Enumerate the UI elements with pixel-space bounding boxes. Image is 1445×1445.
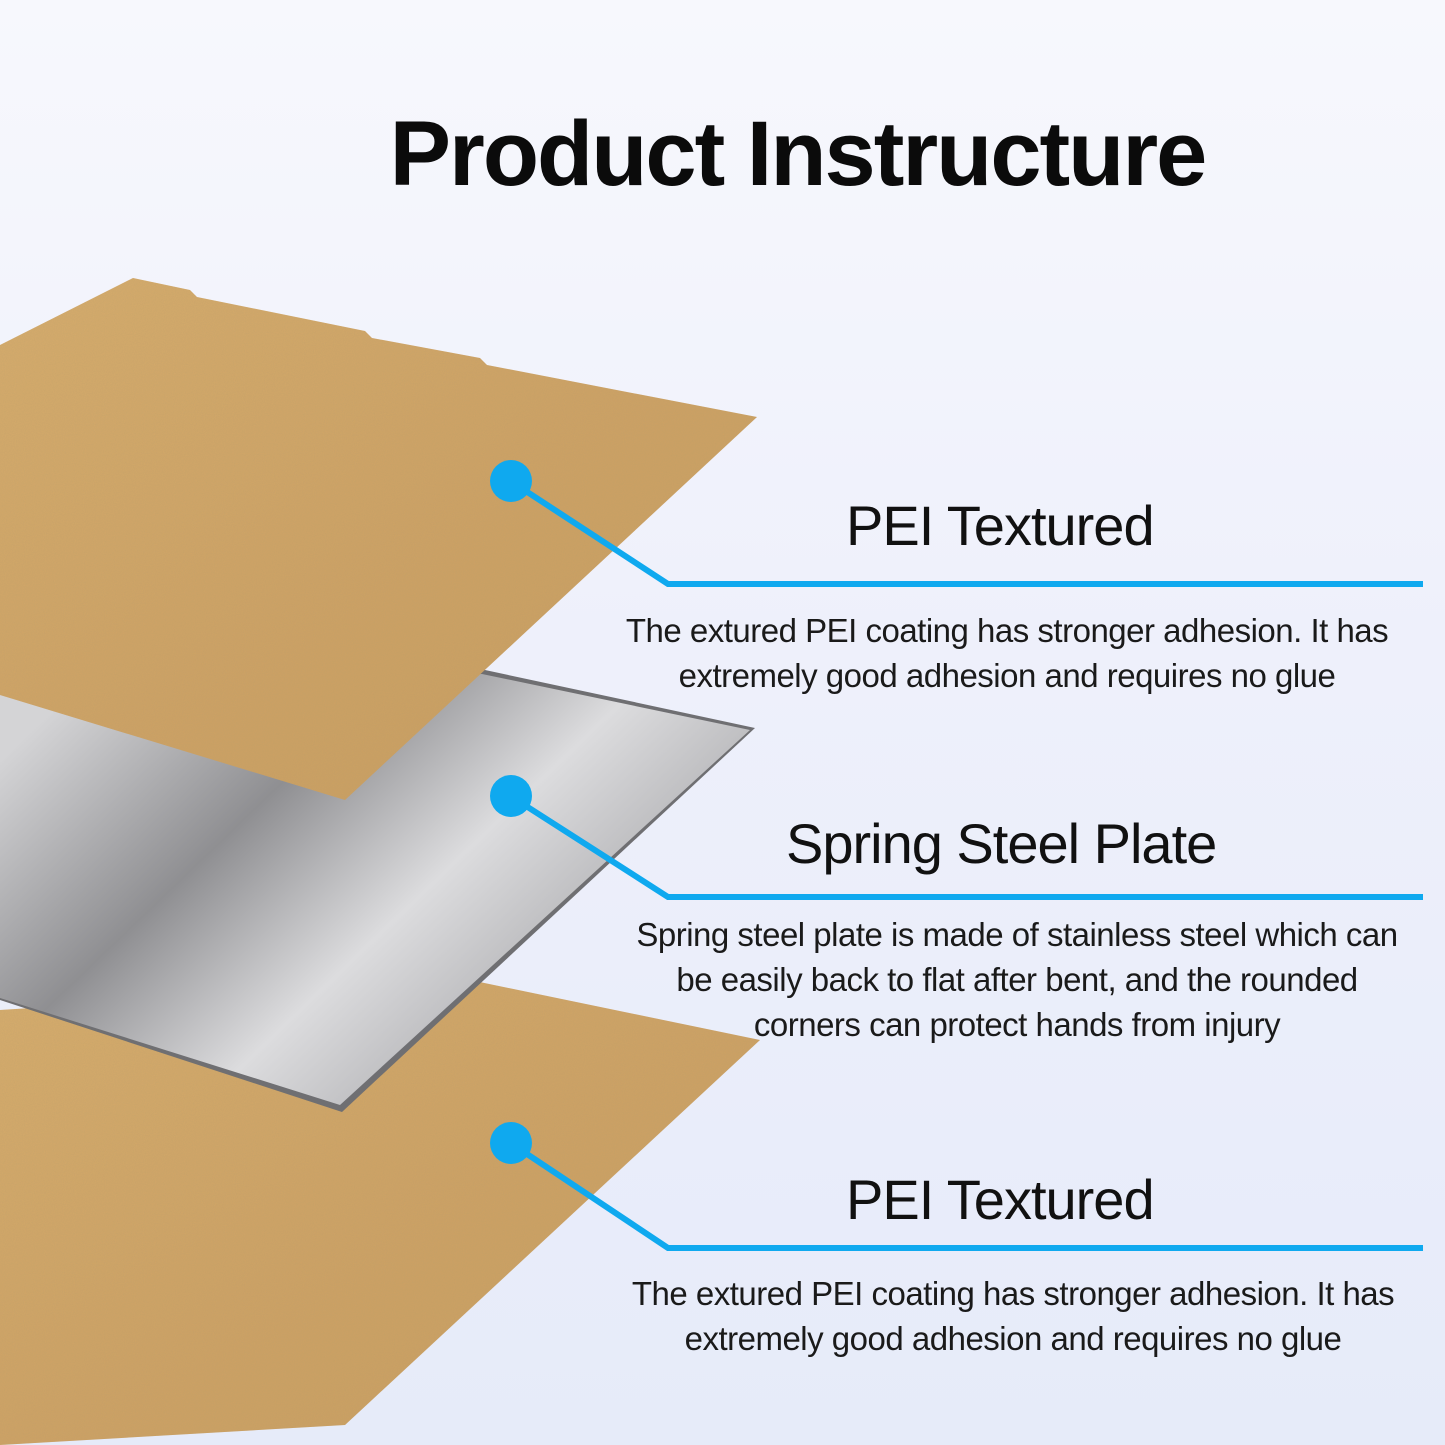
callout-dot-pei-bottom bbox=[490, 1122, 532, 1164]
callout-pei-bottom bbox=[510, 1141, 1423, 1251]
description-line: corners can protect hands from injury bbox=[753, 1006, 1281, 1043]
callout-steel bbox=[510, 794, 1423, 900]
layer-title-pei-top: PEI Textured bbox=[846, 494, 1155, 557]
callout-dot-steel bbox=[490, 775, 532, 817]
layer-description-pei-top: The extured PEI coating has stronger adh… bbox=[592, 608, 1422, 698]
callout-pei-top bbox=[510, 479, 1423, 587]
description-line: extremely good adhesion and requires no … bbox=[678, 657, 1336, 694]
layer-title-steel: Spring Steel Plate bbox=[786, 812, 1217, 875]
description-line: be easily back to flat after bent, and t… bbox=[676, 961, 1358, 998]
callout-dot-pei-top bbox=[490, 460, 532, 502]
description-line: extremely good adhesion and requires no … bbox=[684, 1320, 1342, 1357]
steel-plate bbox=[0, 670, 755, 1112]
layer-title-pei-bottom: PEI Textured bbox=[846, 1168, 1155, 1231]
layer-description-pei-bottom: The extured PEI coating has stronger adh… bbox=[598, 1271, 1428, 1361]
pei-sheet-bottom bbox=[0, 980, 760, 1445]
description-line: The extured PEI coating has stronger adh… bbox=[631, 1275, 1395, 1312]
pei-sheet-top bbox=[0, 278, 757, 800]
layer-description-steel: Spring steel plate is made of stainless … bbox=[606, 912, 1428, 1047]
page-title: Product Instructure bbox=[389, 103, 1208, 205]
description-line: Spring steel plate is made of stainless … bbox=[636, 916, 1398, 953]
description-line: The extured PEI coating has stronger adh… bbox=[625, 612, 1389, 649]
